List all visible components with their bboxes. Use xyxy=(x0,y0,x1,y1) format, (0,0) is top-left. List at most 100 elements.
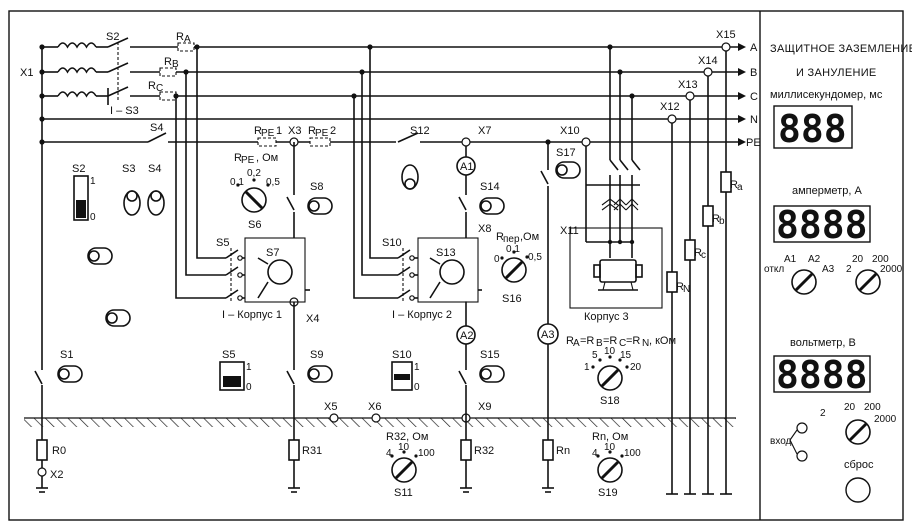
label-x11: X11 xyxy=(560,225,579,237)
toggle-s15[interactable] xyxy=(479,365,505,383)
knob-s19-rn[interactable] xyxy=(596,450,624,483)
label-a3: A3 xyxy=(541,329,554,341)
amp-rng-2: 2 xyxy=(846,264,852,275)
label-line-pe: PE xyxy=(746,137,761,149)
toggle-s14[interactable] xyxy=(479,197,505,215)
slide-switch-s2[interactable] xyxy=(73,175,89,221)
amp-rng-20: 20 xyxy=(852,254,864,265)
reset-label: сброс xyxy=(844,459,874,471)
label-rc-res: R xyxy=(694,247,702,259)
amp-selector-knob[interactable] xyxy=(791,269,817,295)
label-rb: R xyxy=(164,56,172,68)
svg-text:, кОм: , кОм xyxy=(649,335,676,347)
label-i-s3: I – S3 xyxy=(110,105,139,117)
knob-s18-rabc[interactable] xyxy=(591,355,629,391)
svg-text:,Ом: ,Ом xyxy=(520,231,539,243)
toggle-s1[interactable] xyxy=(57,365,83,383)
svg-text:PE: PE xyxy=(241,155,255,166)
knob-s16-rper[interactable] xyxy=(500,250,529,283)
ms-display xyxy=(773,105,853,149)
knob-s6-rpe[interactable] xyxy=(236,178,270,213)
amp-sel-a2: A2 xyxy=(808,254,821,265)
toggle-s12[interactable] xyxy=(401,164,419,190)
label-s19: S19 xyxy=(598,487,618,499)
label-x10: X10 xyxy=(560,125,580,137)
bus-lines xyxy=(41,46,738,488)
svg-text:B: B xyxy=(172,59,179,70)
amp-sel-off: откл xyxy=(764,264,784,275)
label-x2: X2 xyxy=(50,469,63,481)
svg-text:0,1: 0,1 xyxy=(506,244,520,255)
label-x7: X7 xyxy=(478,125,491,137)
label-s10-box: S10 xyxy=(382,237,402,249)
label-rb-res: R xyxy=(712,213,720,225)
panel-title-line1: ЗАЩИТНОЕ ЗАЗЕМЛЕНИЕ xyxy=(770,43,912,55)
label-korpus3: Корпус 3 xyxy=(584,311,629,323)
label-x13: X13 xyxy=(678,79,698,91)
ground-strip xyxy=(24,418,736,427)
label-s4: S4 xyxy=(148,163,161,175)
amp-sel-a1: A1 xyxy=(784,254,797,265)
slide-switch-s10[interactable] xyxy=(391,361,413,391)
right-resistors xyxy=(666,51,732,495)
svg-text:1: 1 xyxy=(584,362,590,373)
label-s17: S17 xyxy=(556,147,576,159)
label-x12: X12 xyxy=(660,101,680,113)
svg-text:100: 100 xyxy=(624,448,641,459)
label-s15: S15 xyxy=(480,349,500,361)
volt-rng-2000: 2000 xyxy=(874,414,897,425)
toggle-s8[interactable] xyxy=(307,197,333,215)
amp-rng-200: 200 xyxy=(872,254,889,265)
svg-text:=R: =R xyxy=(580,335,594,347)
label-korpus1: I – Корпус 1 xyxy=(222,309,282,321)
label-s5-box: S5 xyxy=(216,237,229,249)
input-terminals[interactable] xyxy=(789,422,808,462)
svg-text:c: c xyxy=(701,250,706,261)
reset-button[interactable] xyxy=(845,477,871,503)
svg-text:A: A xyxy=(573,338,580,349)
label-x8: X8 xyxy=(478,223,491,235)
volt-range-knob[interactable] xyxy=(845,419,871,445)
knob-s11-r32[interactable] xyxy=(390,450,418,483)
volt-rng-2: 2 xyxy=(820,408,826,419)
label-line-c: C xyxy=(750,91,758,103)
label-rabc-title: R xyxy=(566,335,574,347)
schematic-labels: X1 X2 S2 R A R B R C I – S3 S4 R PE 1 X3… xyxy=(20,29,761,499)
toggle-aux2[interactable] xyxy=(105,309,131,327)
slide-switch-s5[interactable] xyxy=(219,361,245,391)
toggle-s17[interactable] xyxy=(555,161,581,179)
svg-text:0: 0 xyxy=(494,254,500,265)
toggle-s9[interactable] xyxy=(307,365,333,383)
label-a1: A1 xyxy=(460,161,473,173)
svg-text:100: 100 xyxy=(418,448,435,459)
svg-text:=R: =R xyxy=(626,335,640,347)
label-s5: S5 xyxy=(222,349,235,361)
svg-text:N: N xyxy=(642,338,649,349)
label-s13: S13 xyxy=(436,247,456,259)
label-x5: X5 xyxy=(324,401,337,413)
label-x9: X9 xyxy=(478,401,491,413)
label-x15: X15 xyxy=(716,29,736,41)
amp-range-knob[interactable] xyxy=(855,269,881,295)
toggle-s4[interactable] xyxy=(147,190,165,216)
label-ra: R xyxy=(176,31,184,43)
svg-text:0,1: 0,1 xyxy=(230,177,244,188)
svg-text:2: 2 xyxy=(330,125,336,137)
label-rn-title: Rn, Ом xyxy=(592,431,628,443)
label-korpus2: I – Корпус 2 xyxy=(392,309,452,321)
label-s9: S9 xyxy=(310,349,323,361)
label-s7: S7 xyxy=(266,247,279,259)
svg-text:C: C xyxy=(156,83,163,94)
volt-rng-200: 200 xyxy=(864,402,881,413)
inductors xyxy=(57,42,97,98)
toggle-aux1[interactable] xyxy=(87,247,113,265)
svg-text:a: a xyxy=(737,182,743,193)
label-rpe-title: R xyxy=(234,152,242,164)
amp-value: 8888 xyxy=(776,203,868,247)
svg-text:20: 20 xyxy=(630,362,642,373)
amp-rng-2000: 2000 xyxy=(880,264,903,275)
label-s10: S10 xyxy=(392,349,412,361)
ms-value: 888 xyxy=(778,107,847,151)
toggle-s3[interactable] xyxy=(123,190,141,216)
